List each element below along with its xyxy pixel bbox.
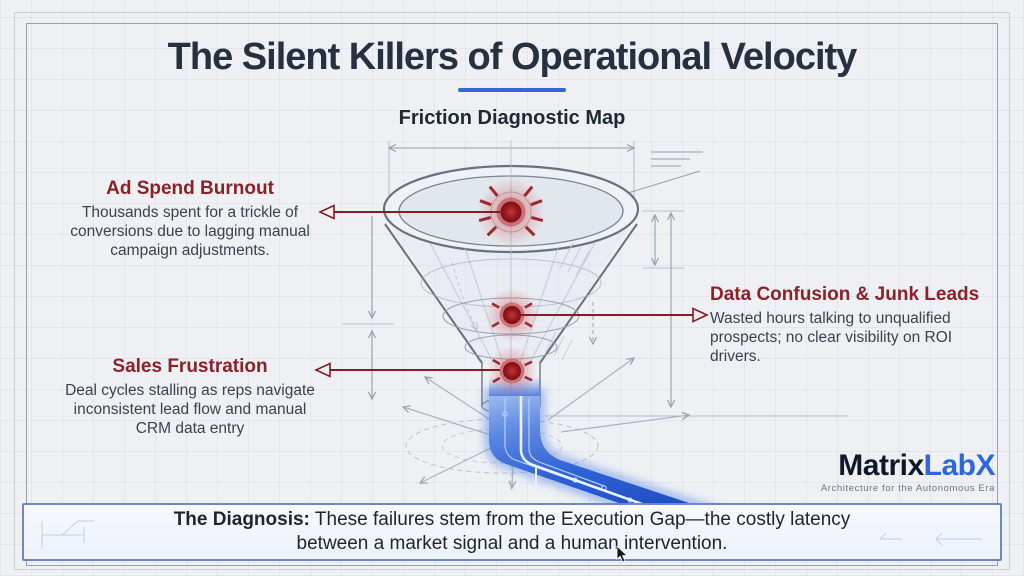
- callout-data-confusion: Data Confusion & Junk Leads Wasted hours…: [710, 284, 988, 366]
- brand-accent: LabX: [923, 449, 996, 482]
- callout-ad-spend-title: Ad Spend Burnout: [106, 178, 274, 199]
- diagnosis-bar: The Diagnosis:These failures stem from t…: [22, 503, 1002, 561]
- brand-primary: Matrix: [838, 449, 924, 482]
- brand-logo: MatrixLabX Architecture for the Autonomo…: [820, 450, 996, 495]
- diagnosis-label: The Diagnosis:: [173, 508, 310, 530]
- callout-connectors: [314, 204, 709, 378]
- callout-sales-frustration-body: Deal cycles stalling as reps navigate in…: [65, 382, 315, 437]
- page-title: The Silent Killers of Operational Veloci…: [167, 36, 858, 78]
- brand-wordmark: MatrixLabX: [821, 450, 995, 482]
- diagnosis-body: These failures stem from the Execution G…: [296, 508, 851, 555]
- friction-dot-data-confusion: [485, 288, 539, 342]
- diagram-subtitle: Friction Diagnostic Map: [398, 107, 626, 129]
- data-stream: [483, 376, 742, 526]
- mouse-cursor-icon: [616, 546, 628, 563]
- friction-dot-ad-spend: [477, 178, 545, 246]
- callout-data-confusion-title: Data Confusion & Junk Leads: [710, 284, 980, 305]
- title-underline: [458, 88, 566, 92]
- callout-data-confusion-body: Wasted hours talking to unqualified pros…: [710, 310, 953, 365]
- diagnosis-text: The Diagnosis:These failures stem from t…: [137, 508, 887, 557]
- callout-sales-frustration: Sales Frustration Deal cycles stalling a…: [58, 356, 322, 438]
- callout-sales-frustration-title: Sales Frustration: [112, 356, 268, 377]
- friction-dot-sales: [487, 346, 537, 396]
- callout-ad-spend: Ad Spend Burnout Thousands spent for a t…: [58, 178, 322, 260]
- brand-tagline: Architecture for the Autonomous Era: [820, 483, 995, 494]
- callout-ad-spend-body: Thousands spent for a trickle of convers…: [70, 204, 310, 259]
